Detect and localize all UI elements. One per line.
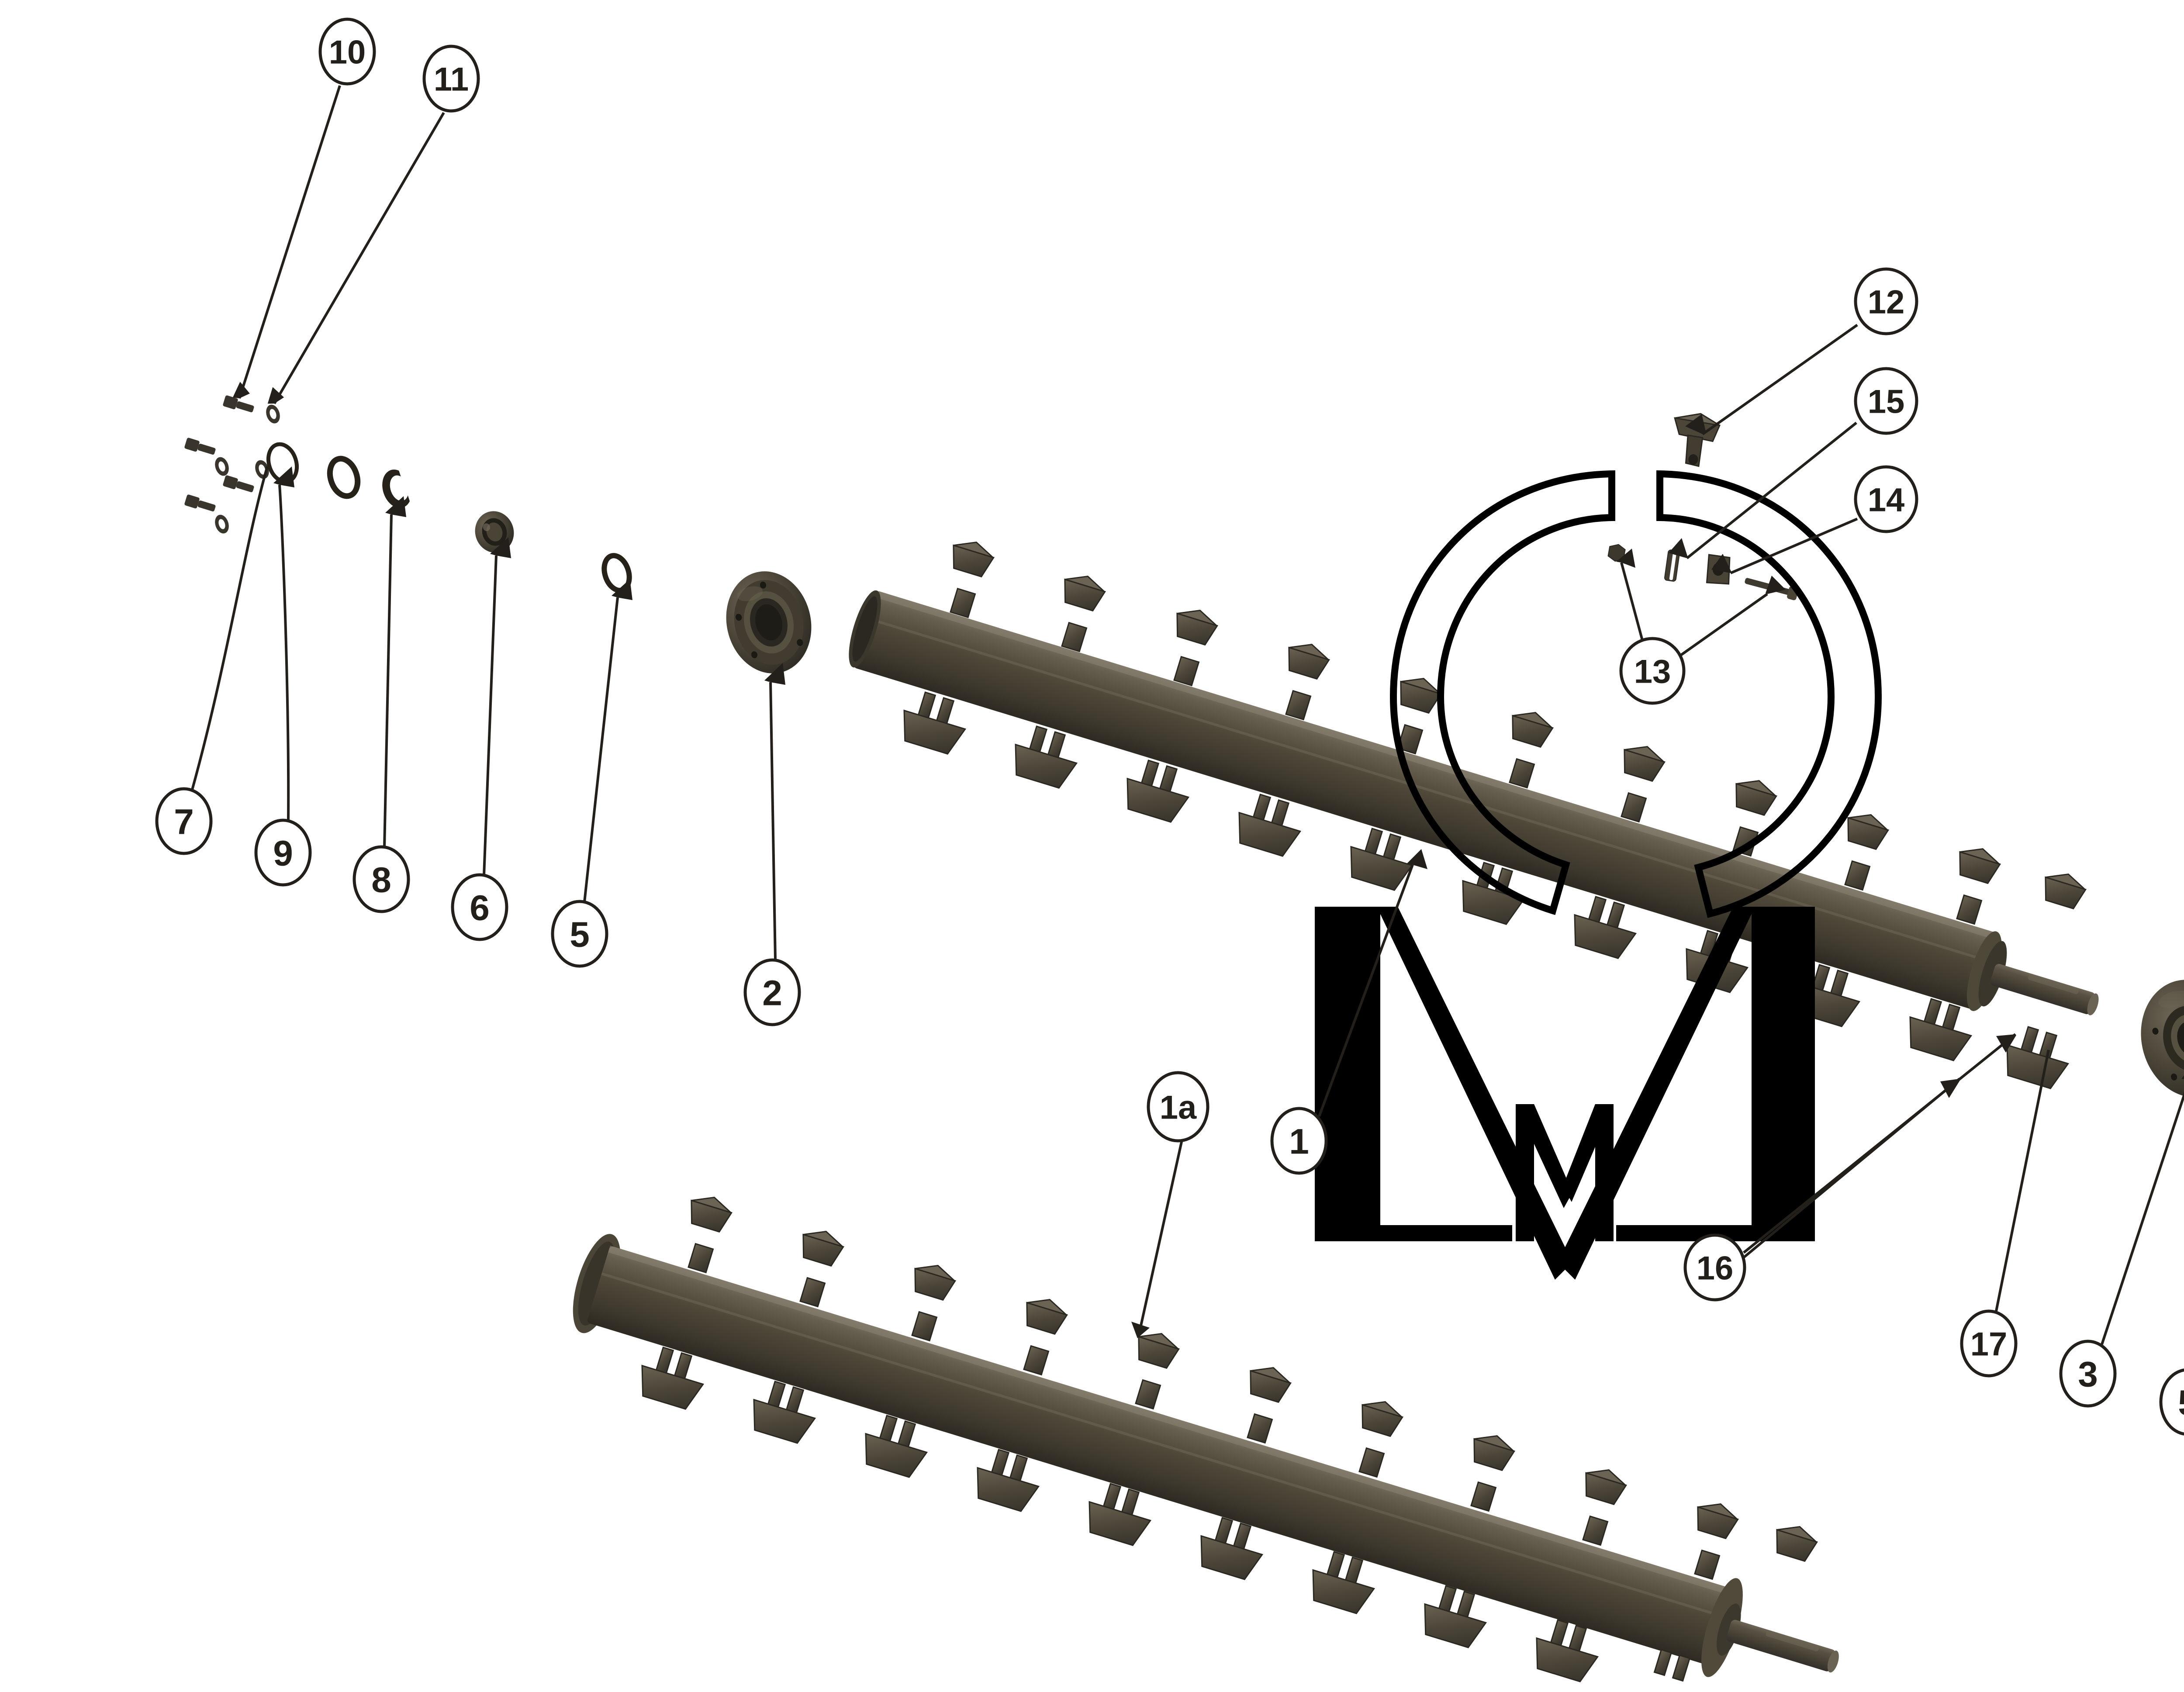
callout-balloons[interactable]: 1011798652121514131a11617356841110 <box>155 17 2184 1578</box>
callout-7[interactable]: 7 <box>155 787 213 855</box>
callout-label: 11 <box>434 61 469 98</box>
callout-balloon[interactable] <box>743 958 801 1026</box>
callout-3[interactable]: 3 <box>2059 1340 2117 1408</box>
callout-9[interactable]: 9 <box>254 818 312 887</box>
callout-balloon[interactable] <box>2059 1340 2117 1408</box>
callout-label: 5 <box>2178 1383 2184 1423</box>
callout-17[interactable]: 17 <box>1960 1309 2018 1378</box>
seal-ring <box>327 456 361 499</box>
callout-1a[interactable]: 1a <box>1147 1071 1209 1143</box>
callout-label: 10 <box>329 34 366 71</box>
callout-balloon[interactable] <box>1854 267 1918 335</box>
left-parts-stack <box>184 395 812 673</box>
callout-balloon[interactable] <box>254 818 312 887</box>
callout-12[interactable]: 12 <box>1854 267 1918 335</box>
callout-label: 7 <box>174 802 194 842</box>
roller-drum-lower <box>573 1196 1839 1682</box>
callout-11[interactable]: 11 <box>422 45 480 113</box>
snap-ring <box>382 470 410 508</box>
callout-balloon[interactable] <box>1147 1071 1209 1143</box>
leader-lines <box>191 85 2184 1345</box>
callout-14[interactable]: 14 <box>1854 465 1918 533</box>
callout-5[interactable]: 5 <box>551 900 608 968</box>
callout-15[interactable]: 15 <box>1854 367 1918 435</box>
brand-logo-m <box>1315 470 1882 1280</box>
callout-10[interactable]: 10 <box>318 17 376 86</box>
callout-balloon[interactable] <box>422 45 480 113</box>
callout-2[interactable]: 2 <box>743 958 801 1026</box>
callout-label: 13 <box>1634 653 1671 691</box>
callout-label: 1a <box>1160 1089 1197 1126</box>
callout-label: 8 <box>371 860 391 900</box>
callout-balloon[interactable] <box>318 17 376 86</box>
callout-5[interactable]: 5 <box>2159 1368 2184 1436</box>
callout-label: 3 <box>2078 1355 2098 1395</box>
callout-label: 17 <box>1970 1326 2008 1363</box>
callout-balloon[interactable] <box>1270 1107 1328 1175</box>
callout-16[interactable]: 16 <box>1683 1233 1746 1302</box>
leader-arrowheads <box>232 382 2184 1338</box>
callout-label: 12 <box>1868 284 1905 321</box>
hex-bolt <box>184 395 254 511</box>
callout-balloon[interactable] <box>1960 1309 2018 1378</box>
callout-label: 6 <box>470 888 490 928</box>
callout-label: 15 <box>1868 383 1905 421</box>
bearing-flange-left <box>726 571 812 673</box>
callout-label: 16 <box>1697 1250 1734 1287</box>
callout-balloon[interactable] <box>451 873 508 941</box>
callout-1[interactable]: 1 <box>1270 1107 1328 1175</box>
callout-balloon[interactable] <box>1854 465 1918 533</box>
callout-balloon[interactable] <box>1683 1233 1746 1302</box>
callout-balloon[interactable] <box>155 787 213 855</box>
callout-balloon[interactable] <box>352 845 410 913</box>
callout-balloon[interactable] <box>551 900 608 968</box>
callout-label: 14 <box>1868 482 1905 519</box>
callout-8[interactable]: 8 <box>352 845 410 913</box>
callout-balloon[interactable] <box>1619 637 1686 705</box>
callout-balloon[interactable] <box>2159 1368 2184 1436</box>
callout-6[interactable]: 6 <box>451 873 508 941</box>
blade-shim-washer <box>1664 549 1680 582</box>
callout-label: 9 <box>273 834 293 874</box>
callout-13[interactable]: 13 <box>1619 637 1686 705</box>
callout-label: 2 <box>762 974 782 1013</box>
callout-label: 1 <box>1289 1122 1309 1162</box>
callout-balloon[interactable] <box>1854 367 1918 435</box>
callout-label: 5 <box>570 915 590 955</box>
